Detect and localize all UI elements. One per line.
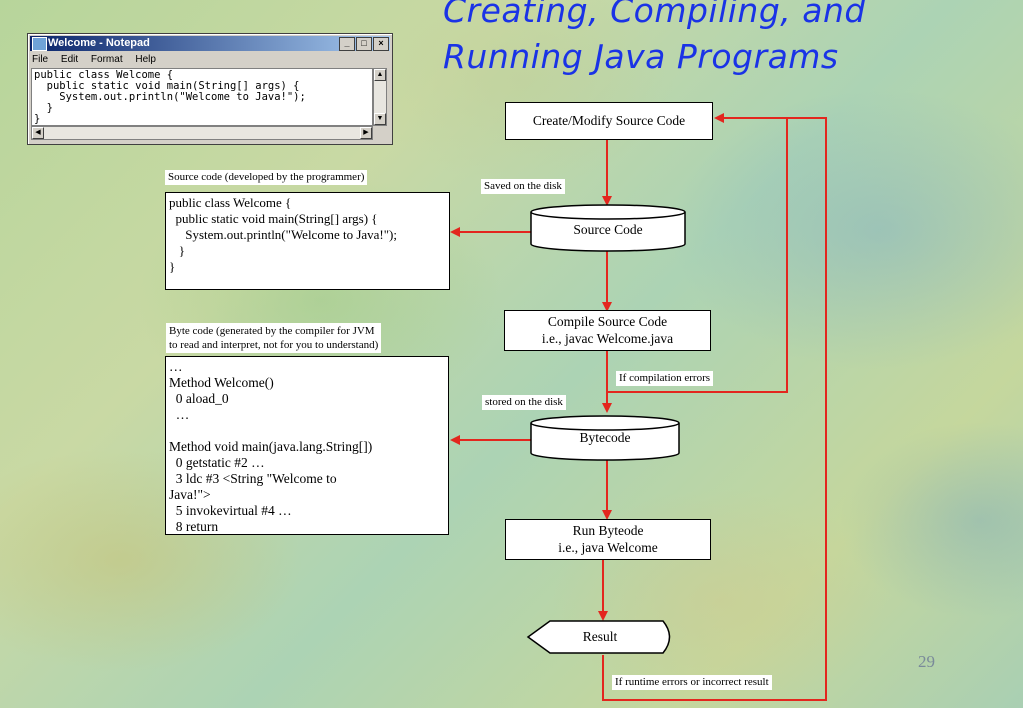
bytecode-panel-label-2: to read and interpret, not for you to un…: [169, 339, 379, 351]
saved-on-disk-label: Saved on the disk: [481, 179, 565, 194]
bytecode-panel: … Method Welcome() 0 aload_0 … Method vo…: [165, 356, 449, 535]
title-line-1: Creating, Compiling, and: [443, 0, 866, 30]
if-compilation-errors-label: If compilation errors: [616, 371, 714, 386]
notepad-vertical-scrollbar[interactable]: ▲ ▼: [373, 68, 387, 126]
bytecode-cylinder: [530, 423, 680, 461]
menu-edit[interactable]: Edit: [60, 54, 79, 65]
maximize-button[interactable]: □: [356, 37, 372, 51]
scroll-right-icon[interactable]: ▶: [360, 127, 372, 139]
run-label-1: Run Byteode: [572, 523, 644, 538]
source-code-label: Source Code: [573, 222, 643, 237]
page-number: 29: [918, 652, 935, 671]
scroll-down-icon[interactable]: ▼: [374, 113, 386, 125]
source-code-panel: public class Welcome { public static voi…: [165, 192, 450, 290]
notepad-text-area[interactable]: public class Welcome { public static voi…: [31, 68, 373, 126]
close-button[interactable]: ×: [373, 37, 389, 51]
minimize-button[interactable]: _: [339, 37, 355, 51]
run-box: Run Byteode i.e., java Welcome: [505, 519, 711, 560]
menu-format[interactable]: Format: [90, 54, 123, 65]
bytecode-label: Bytecode: [579, 430, 631, 445]
stored-on-disk-label: stored on the disk: [482, 395, 566, 410]
scroll-up-icon[interactable]: ▲: [374, 69, 386, 81]
source-code-cylinder: [530, 212, 686, 252]
notepad-titlebar[interactable]: Welcome - Notepad _ □ ×: [30, 36, 390, 51]
result-shape: [526, 620, 671, 654]
notepad-menubar: File Edit Format Help: [28, 53, 392, 67]
scroll-left-icon[interactable]: ◀: [32, 127, 44, 139]
run-label-2: i.e., java Welcome: [558, 540, 658, 555]
menu-file[interactable]: File: [32, 54, 49, 65]
notepad-horizontal-scrollbar[interactable]: ◀ ▶: [31, 126, 373, 140]
bytecode-panel-label-1: Byte code (generated by the compiler for…: [169, 325, 375, 337]
title-line-2: Running Java Programs: [443, 37, 839, 76]
notepad-window-title: Welcome - Notepad: [48, 37, 150, 49]
notepad-window: Welcome - Notepad _ □ × File Edit Format…: [27, 33, 393, 145]
if-runtime-errors-label: If runtime errors or incorrect result: [612, 675, 772, 690]
compile-box: Compile Source Code i.e., javac Welcome.…: [504, 310, 711, 351]
slide-title: Creating, Compiling, and Running Java Pr…: [443, 0, 866, 80]
menu-help[interactable]: Help: [135, 54, 156, 65]
result-label: Result: [582, 629, 618, 644]
compile-label-1: Compile Source Code: [547, 314, 668, 329]
source-panel-label: Source code (developed by the programmer…: [165, 170, 368, 185]
create-modify-label: Create/Modify Source Code: [532, 113, 686, 128]
compile-label-2: i.e., javac Welcome.java: [541, 331, 674, 346]
arrow-runtime-error-loop: [602, 117, 827, 701]
notepad-icon: [32, 37, 47, 51]
create-modify-box: Create/Modify Source Code: [505, 102, 713, 140]
bytecode-panel-label: Byte code (generated by the compiler for…: [166, 323, 382, 353]
